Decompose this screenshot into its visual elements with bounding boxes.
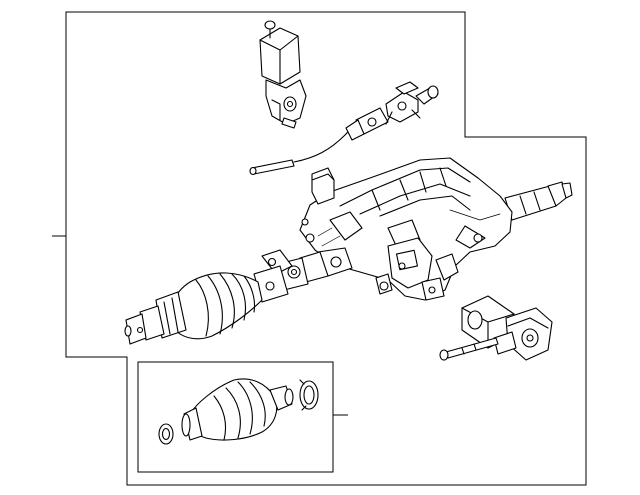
intermediate-shaft [124,272,263,345]
telescope-motor [439,295,553,361]
boot-kit-inset-frame [137,361,334,473]
retaining-clip [299,379,319,411]
seal-ring [158,423,174,445]
shaft-boot-kit [181,378,294,441]
position-sensor-cable [249,81,439,176]
tilt-motor [259,20,307,129]
main-assembly-frame [65,11,587,486]
steering-column-assembly [253,157,573,303]
